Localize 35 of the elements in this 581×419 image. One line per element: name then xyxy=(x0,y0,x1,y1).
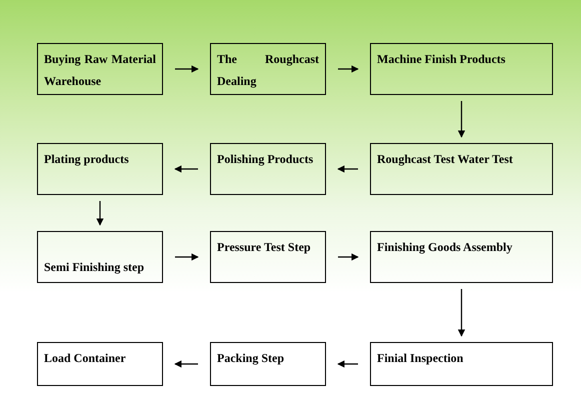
process-box xyxy=(210,43,326,95)
step-label: Pressure Test Step xyxy=(217,239,312,256)
step-label: Finial Inspection xyxy=(377,350,464,367)
process-box xyxy=(370,342,553,386)
arrow xyxy=(337,165,358,173)
process-box xyxy=(37,342,163,386)
process-box xyxy=(370,231,553,283)
step-label: Finishing Goods Assembly xyxy=(377,239,514,256)
step-label: Plating products xyxy=(44,151,130,168)
arrow xyxy=(175,253,199,261)
process-box xyxy=(37,143,163,195)
process-box xyxy=(210,231,326,283)
process-box xyxy=(210,342,326,386)
arrow xyxy=(96,201,104,226)
arrow xyxy=(175,65,199,73)
step-label: Machine Finish Products xyxy=(377,51,506,68)
arrow xyxy=(458,289,466,337)
process-box xyxy=(370,43,553,95)
arrow xyxy=(458,101,466,138)
step-label: Load Container xyxy=(44,350,127,367)
step-label: Polishing Products xyxy=(217,151,314,168)
arrow xyxy=(338,253,359,261)
arrow xyxy=(174,360,198,368)
step-label: The Roughcast Dealing xyxy=(217,51,319,90)
step-label: Packing Step xyxy=(217,350,286,367)
step-label: Buying Raw Material Warehouse xyxy=(44,51,156,90)
arrow xyxy=(337,360,358,368)
arrow xyxy=(174,165,198,173)
process-box xyxy=(370,143,553,195)
step-label: Roughcast Test Water Test xyxy=(377,151,514,168)
arrow xyxy=(338,65,359,73)
process-box xyxy=(37,231,163,283)
step-label: Semi Finishing step xyxy=(44,259,144,276)
process-box xyxy=(37,43,163,95)
process-box xyxy=(210,143,326,195)
